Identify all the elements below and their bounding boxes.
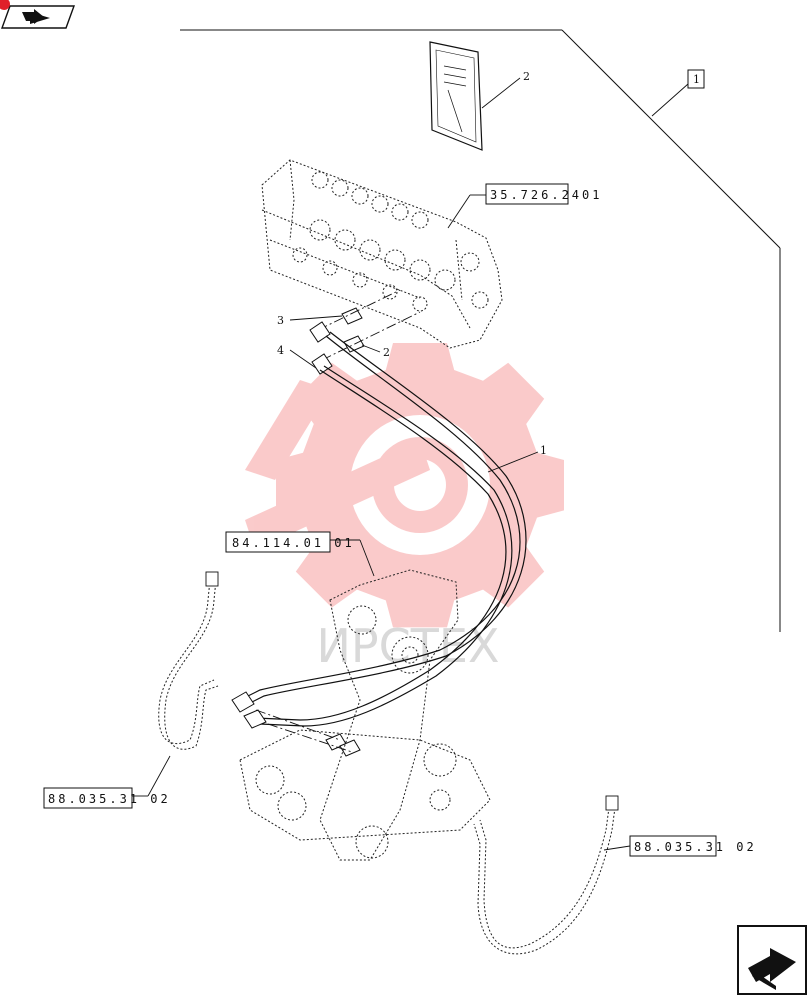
ref-code-middle-left: 84.114.01 01 bbox=[232, 536, 355, 550]
callout-hose-left: 4 bbox=[277, 344, 284, 357]
left-hose: 88.035.31 02 bbox=[43, 571, 219, 809]
ref-box-bottom-right[interactable]: 88.035.31 02 bbox=[629, 835, 757, 857]
callout-hose: 1 bbox=[540, 444, 547, 457]
ref-box-top-right[interactable]: 35.726.2401 bbox=[485, 183, 602, 205]
book-arrow-icon[interactable] bbox=[0, 0, 75, 29]
callout-adapter-top: 3 bbox=[277, 314, 284, 327]
hose-end-fittings bbox=[231, 691, 361, 757]
kit-frame: 1 bbox=[180, 29, 781, 632]
adapter-top: 3 bbox=[277, 307, 363, 327]
ref-code-bottom-right: 88.035.31 02 bbox=[634, 840, 757, 854]
watermark-gear-icon bbox=[276, 343, 564, 628]
hydraulic-hose bbox=[239, 331, 527, 727]
next-page-arrow-icon[interactable] bbox=[737, 925, 807, 995]
adapter-right: 2 bbox=[343, 335, 390, 359]
control-valve: 35.726.2401 bbox=[261, 159, 602, 349]
ref-code-top-right: 35.726.2401 bbox=[490, 188, 602, 202]
hose-fitting-bottom bbox=[311, 353, 333, 375]
ref-box-bottom-left[interactable]: 88.035.31 02 bbox=[43, 787, 171, 809]
manual-booklet: 2 bbox=[429, 41, 530, 151]
watermark-logo bbox=[245, 343, 564, 628]
callout-kit: 1 bbox=[693, 73, 700, 86]
right-hose: 88.035.31 02 bbox=[473, 795, 757, 955]
ref-box-middle-left[interactable]: 84.114.01 01 bbox=[225, 531, 355, 553]
swing-bracket: 84.114.01 01 bbox=[225, 531, 491, 861]
callout-manual: 2 bbox=[523, 70, 530, 83]
hose-fitting-top bbox=[309, 321, 331, 343]
ref-code-bottom-left: 88.035.31 02 bbox=[48, 792, 171, 806]
callout-adapter-right: 2 bbox=[383, 346, 390, 359]
watermark-text: ИРСТЕХ bbox=[317, 619, 500, 673]
